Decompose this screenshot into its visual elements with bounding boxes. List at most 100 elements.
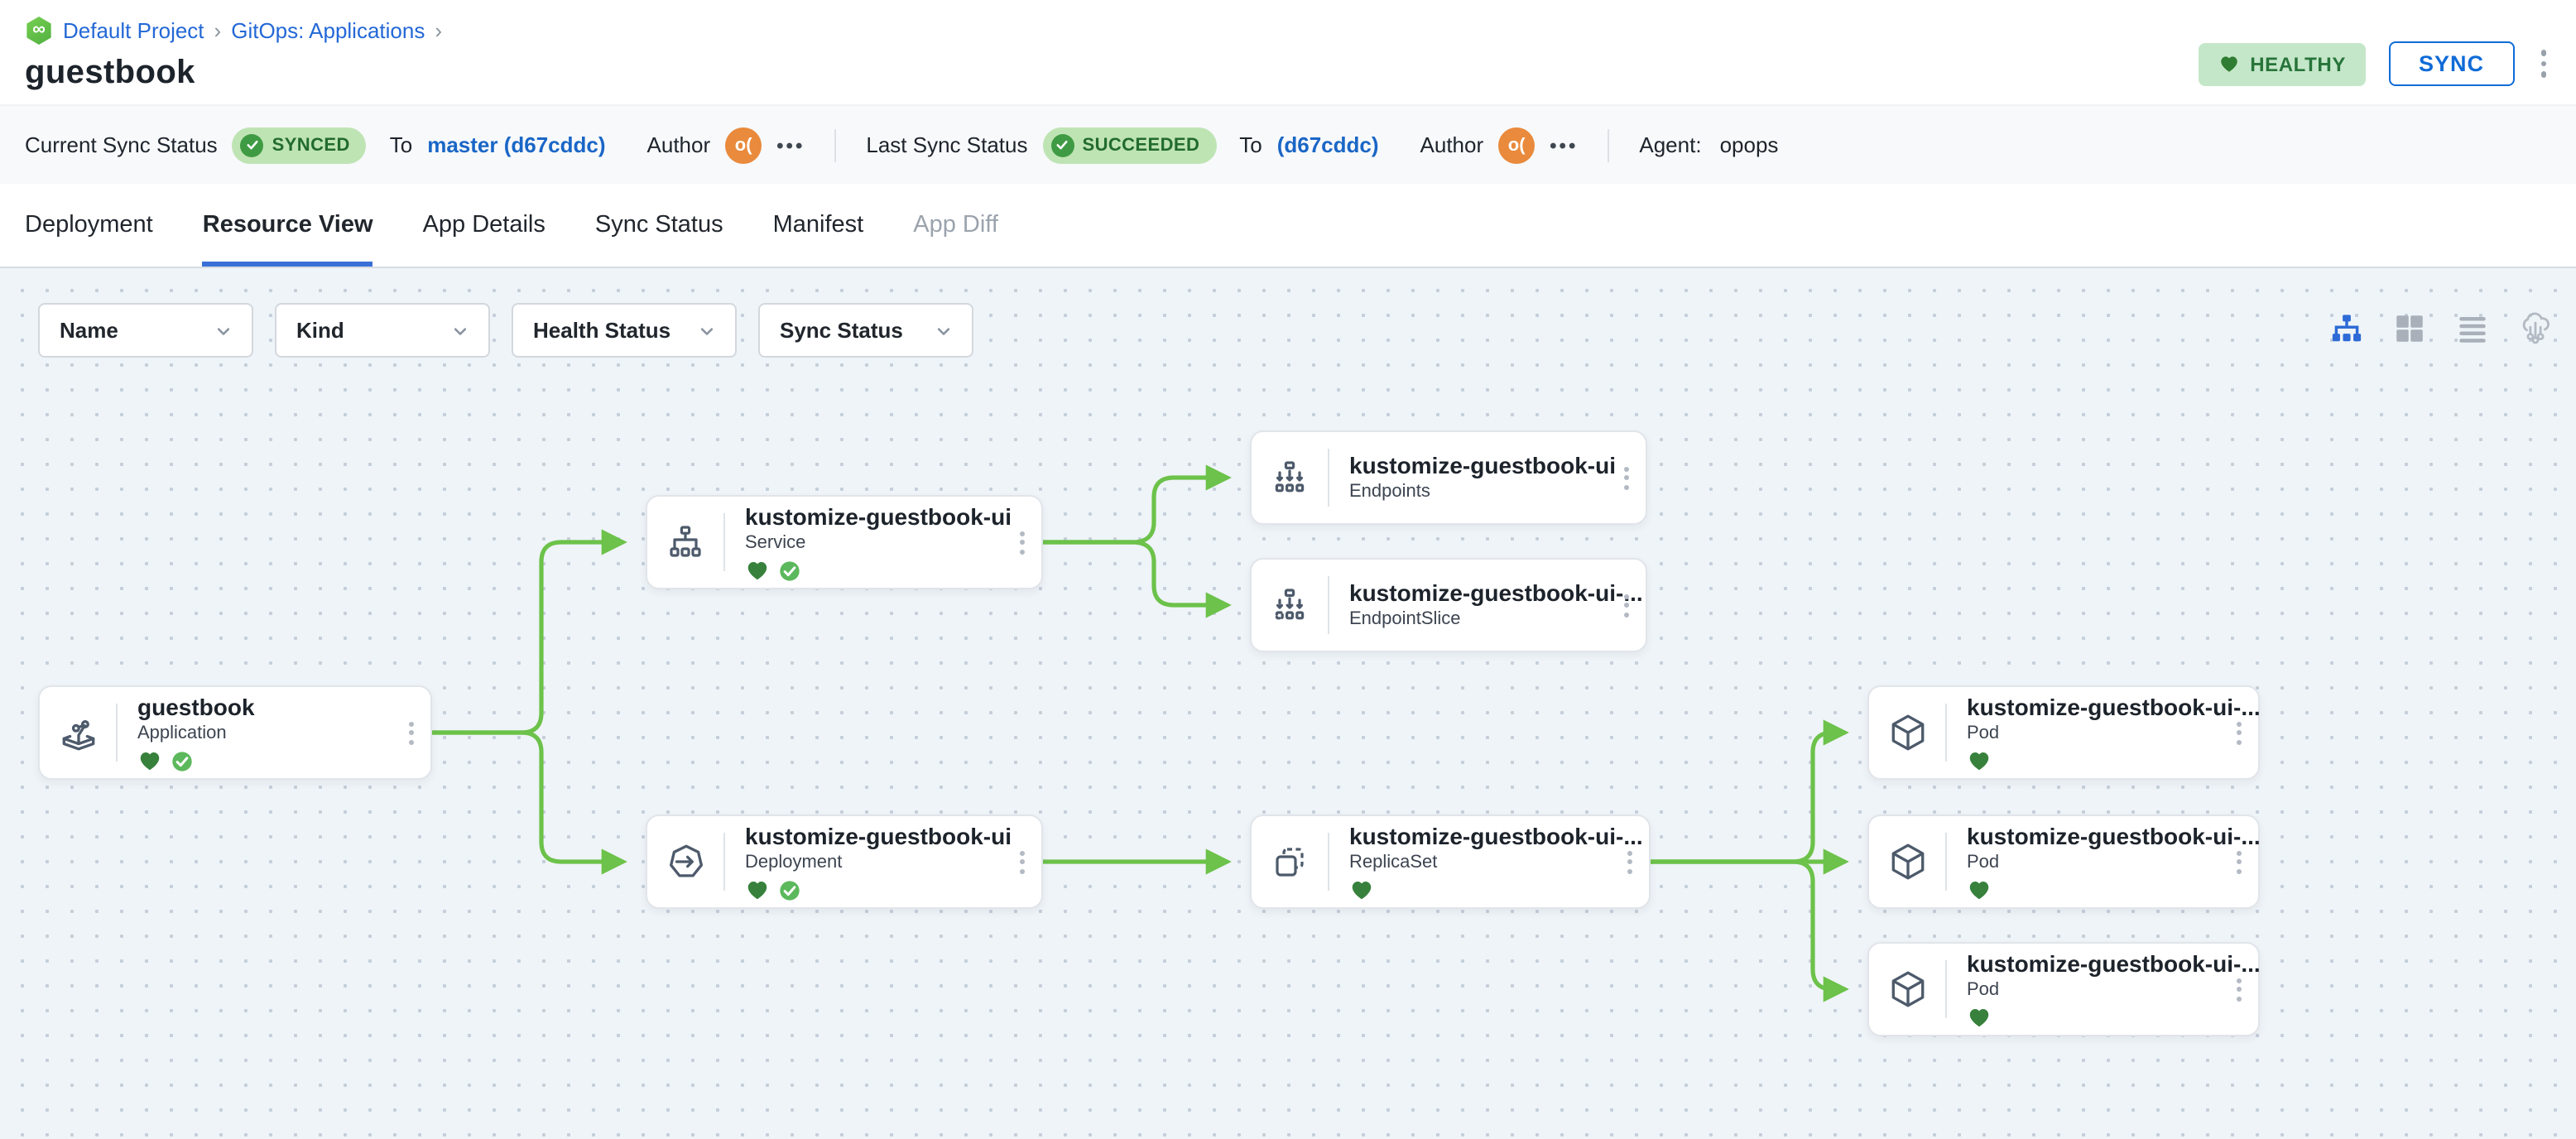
filter-label: Sync Status (780, 318, 903, 343)
node-menu-button[interactable] (1619, 461, 1634, 494)
breadcrumb-section-link[interactable]: GitOps: Applications (231, 18, 425, 43)
healthy-heart-icon (1969, 1009, 1989, 1027)
sync-status-bar: Current Sync Status SYNCED To master (d6… (0, 104, 2576, 184)
health-badge-label: HEALTHY (2250, 52, 2346, 75)
node-title: kustomize-guestbook-ui-... (1967, 822, 2261, 848)
breadcrumb-separator: › (214, 18, 222, 43)
healthy-heart-icon (747, 562, 767, 580)
node-menu-button[interactable] (1015, 845, 1030, 878)
to-label: To (389, 132, 413, 157)
sync-button[interactable]: SYNC (2388, 41, 2514, 86)
node-kind: Service (745, 532, 806, 552)
breadcrumb: ∞ Default Project › GitOps: Applications… (25, 17, 442, 45)
node-kind: Application (137, 723, 227, 743)
project-logo-icon: ∞ (26, 17, 51, 45)
divider (834, 128, 837, 161)
tab-manifest[interactable]: Manifest (772, 212, 864, 238)
filter-label: Name (60, 318, 118, 343)
filter-label: Health Status (533, 318, 671, 343)
node-menu-button[interactable] (2232, 716, 2247, 749)
node-title: kustomize-guestbook-ui (745, 822, 1012, 848)
last-commit-link[interactable]: (d67cddc) (1276, 132, 1379, 157)
synced-check-icon (172, 751, 192, 771)
chevron-down-icon (217, 327, 230, 334)
filter-name-dropdown[interactable]: Name (38, 303, 253, 358)
node-title: kustomize-guestbook-ui-... (1967, 693, 2261, 719)
tab-app-details[interactable]: App Details (422, 212, 545, 238)
healthy-heart-icon (1969, 752, 1989, 771)
healthy-heart-icon (747, 882, 767, 900)
last-sync-status-badge: SUCCEEDED (1042, 127, 1217, 163)
author-label: Author (646, 132, 711, 157)
resource-node-application[interactable]: guestbook Application (38, 685, 432, 780)
healthy-heart-icon (1352, 882, 1372, 900)
node-kind: Endpoints (1349, 482, 1430, 502)
chevron-down-icon (454, 327, 467, 334)
breadcrumb-project-link[interactable]: Default Project (63, 18, 204, 43)
tab-deployment[interactable]: Deployment (25, 212, 153, 238)
resource-node-endpointslice[interactable]: kustomize-guestbook-ui-... EndpointSlice (1250, 558, 1647, 652)
resource-node-replicaset[interactable]: kustomize-guestbook-ui-... ReplicaSet (1250, 815, 1651, 909)
resource-node-endpoints[interactable]: kustomize-guestbook-ui Endpoints (1250, 430, 1647, 525)
breadcrumb-separator: › (435, 18, 443, 43)
tab-resource-view[interactable]: Resource View (202, 184, 373, 267)
list-view-icon[interactable] (2455, 311, 2490, 346)
node-menu-button[interactable] (2232, 845, 2247, 878)
current-sync-label: Current Sync Status (25, 132, 218, 157)
author-avatar: o( (725, 127, 762, 163)
commit-details-more-button[interactable]: ••• (776, 133, 805, 156)
node-menu-button[interactable] (404, 716, 419, 749)
node-title: kustomize-guestbook-ui (745, 502, 1012, 529)
tab-app-diff: App Diff (913, 212, 998, 238)
current-commit-link[interactable]: master (d67cddc) (427, 132, 606, 157)
to-label: To (1239, 132, 1262, 157)
resource-tree-canvas[interactable]: Name Kind Health Status Sync Status (0, 268, 2576, 1139)
resource-node-pod[interactable]: kustomize-guestbook-ui-... Pod (1867, 942, 2261, 1036)
last-sync-label: Last Sync Status (866, 132, 1028, 157)
node-kind: Deployment (745, 852, 843, 872)
agent-label: Agent: (1639, 132, 1702, 157)
node-title: kustomize-guestbook-ui (1349, 452, 1617, 478)
node-title: guestbook (137, 693, 255, 719)
resource-node-pod[interactable]: kustomize-guestbook-ui-... Pod (1867, 685, 2261, 780)
endpoints-icon (1252, 432, 1328, 523)
grid-view-icon[interactable] (2392, 311, 2427, 346)
pod-icon (1869, 687, 1945, 778)
node-kind: Pod (1967, 979, 2000, 999)
deployment-icon (647, 816, 723, 907)
agent-value: opops (1719, 132, 1779, 157)
node-menu-button[interactable] (2232, 973, 2247, 1006)
divider (1608, 128, 1610, 161)
service-icon (647, 497, 723, 588)
node-menu-button[interactable] (1619, 589, 1634, 622)
tab-sync-status[interactable]: Sync Status (594, 212, 723, 238)
node-title: kustomize-guestbook-ui-... (1349, 579, 1643, 606)
node-menu-button[interactable] (1622, 845, 1637, 878)
node-kind: Pod (1967, 852, 2000, 872)
resource-node-deployment[interactable]: kustomize-guestbook-ui Deployment (646, 815, 1043, 909)
heart-icon (2221, 56, 2237, 72)
check-circle-icon (1050, 133, 1074, 156)
resource-node-service[interactable]: kustomize-guestbook-ui Service (646, 495, 1043, 589)
tree-view-icon[interactable] (2329, 311, 2364, 346)
last-sync-status-text: SUCCEEDED (1082, 135, 1200, 155)
pod-icon (1869, 944, 1945, 1035)
resource-node-pod[interactable]: kustomize-guestbook-ui-... Pod (1867, 815, 2261, 909)
filter-sync-status-dropdown[interactable]: Sync Status (758, 303, 973, 358)
chevron-down-icon (937, 327, 950, 334)
author-label: Author (1420, 132, 1484, 157)
node-title: kustomize-guestbook-ui-... (1967, 949, 2261, 976)
application-icon (40, 687, 116, 778)
filter-kind-dropdown[interactable]: Kind (275, 303, 490, 358)
cloud-deploy-view-icon[interactable] (2518, 311, 2553, 346)
node-menu-button[interactable] (1015, 526, 1030, 559)
replicaset-icon (1252, 816, 1328, 907)
chevron-down-icon (700, 327, 714, 334)
app-menu-button[interactable] (2537, 47, 2550, 81)
node-kind: EndpointSlice (1349, 609, 1461, 629)
filter-health-status-dropdown[interactable]: Health Status (512, 303, 737, 358)
synced-check-icon (780, 880, 800, 900)
commit-details-more-button[interactable]: ••• (1550, 133, 1579, 156)
filter-bar: Name Kind Health Status Sync Status (38, 303, 973, 358)
